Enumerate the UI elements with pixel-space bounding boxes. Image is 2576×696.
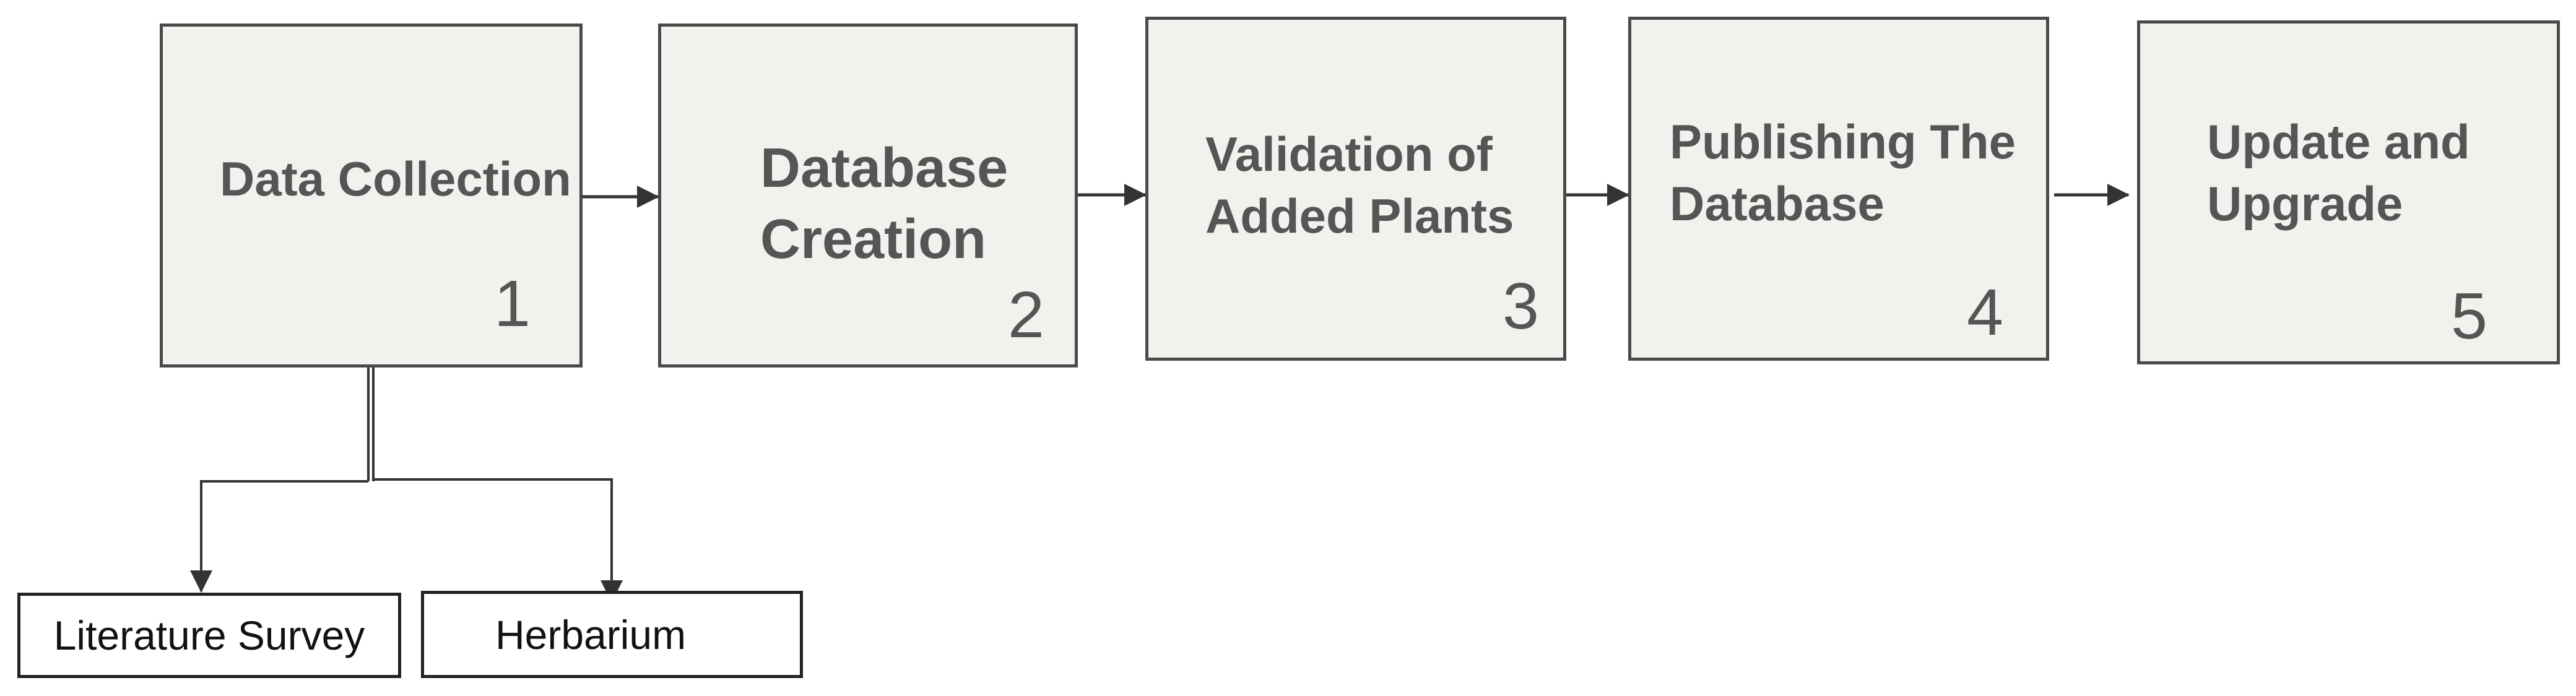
arrow-to-literature-survey bbox=[190, 480, 368, 593]
source-label: Literature Survey bbox=[53, 612, 365, 658]
arrow-to-herbarium bbox=[373, 478, 623, 603]
step-label: Update and Upgrade bbox=[2207, 114, 2470, 231]
step-label: Data Collection bbox=[220, 152, 571, 206]
step-publishing: Publishing The Database 4 bbox=[1628, 17, 2049, 361]
step-database-creation: Database Creation 2 bbox=[658, 24, 1078, 367]
step-number: 1 bbox=[494, 267, 531, 340]
step-number: 2 bbox=[1008, 278, 1044, 351]
step-number: 4 bbox=[1967, 276, 2003, 349]
step-number: 5 bbox=[2451, 280, 2487, 353]
step-label: Validation of Added Plants bbox=[1205, 127, 1514, 243]
step-validation: Validation of Added Plants 3 bbox=[1145, 17, 1566, 361]
step-update-upgrade: Update and Upgrade 5 bbox=[2137, 20, 2560, 364]
step-number: 3 bbox=[1503, 270, 1539, 343]
source-label: Herbarium bbox=[495, 611, 687, 658]
step-data-collection: Data Collection 1 bbox=[160, 24, 583, 367]
source-herbarium: Herbarium bbox=[421, 591, 803, 678]
step-label: Publishing The Database bbox=[1670, 114, 2016, 231]
step-label: Database Creation bbox=[760, 137, 1008, 271]
source-literature-survey: Literature Survey bbox=[17, 593, 401, 678]
